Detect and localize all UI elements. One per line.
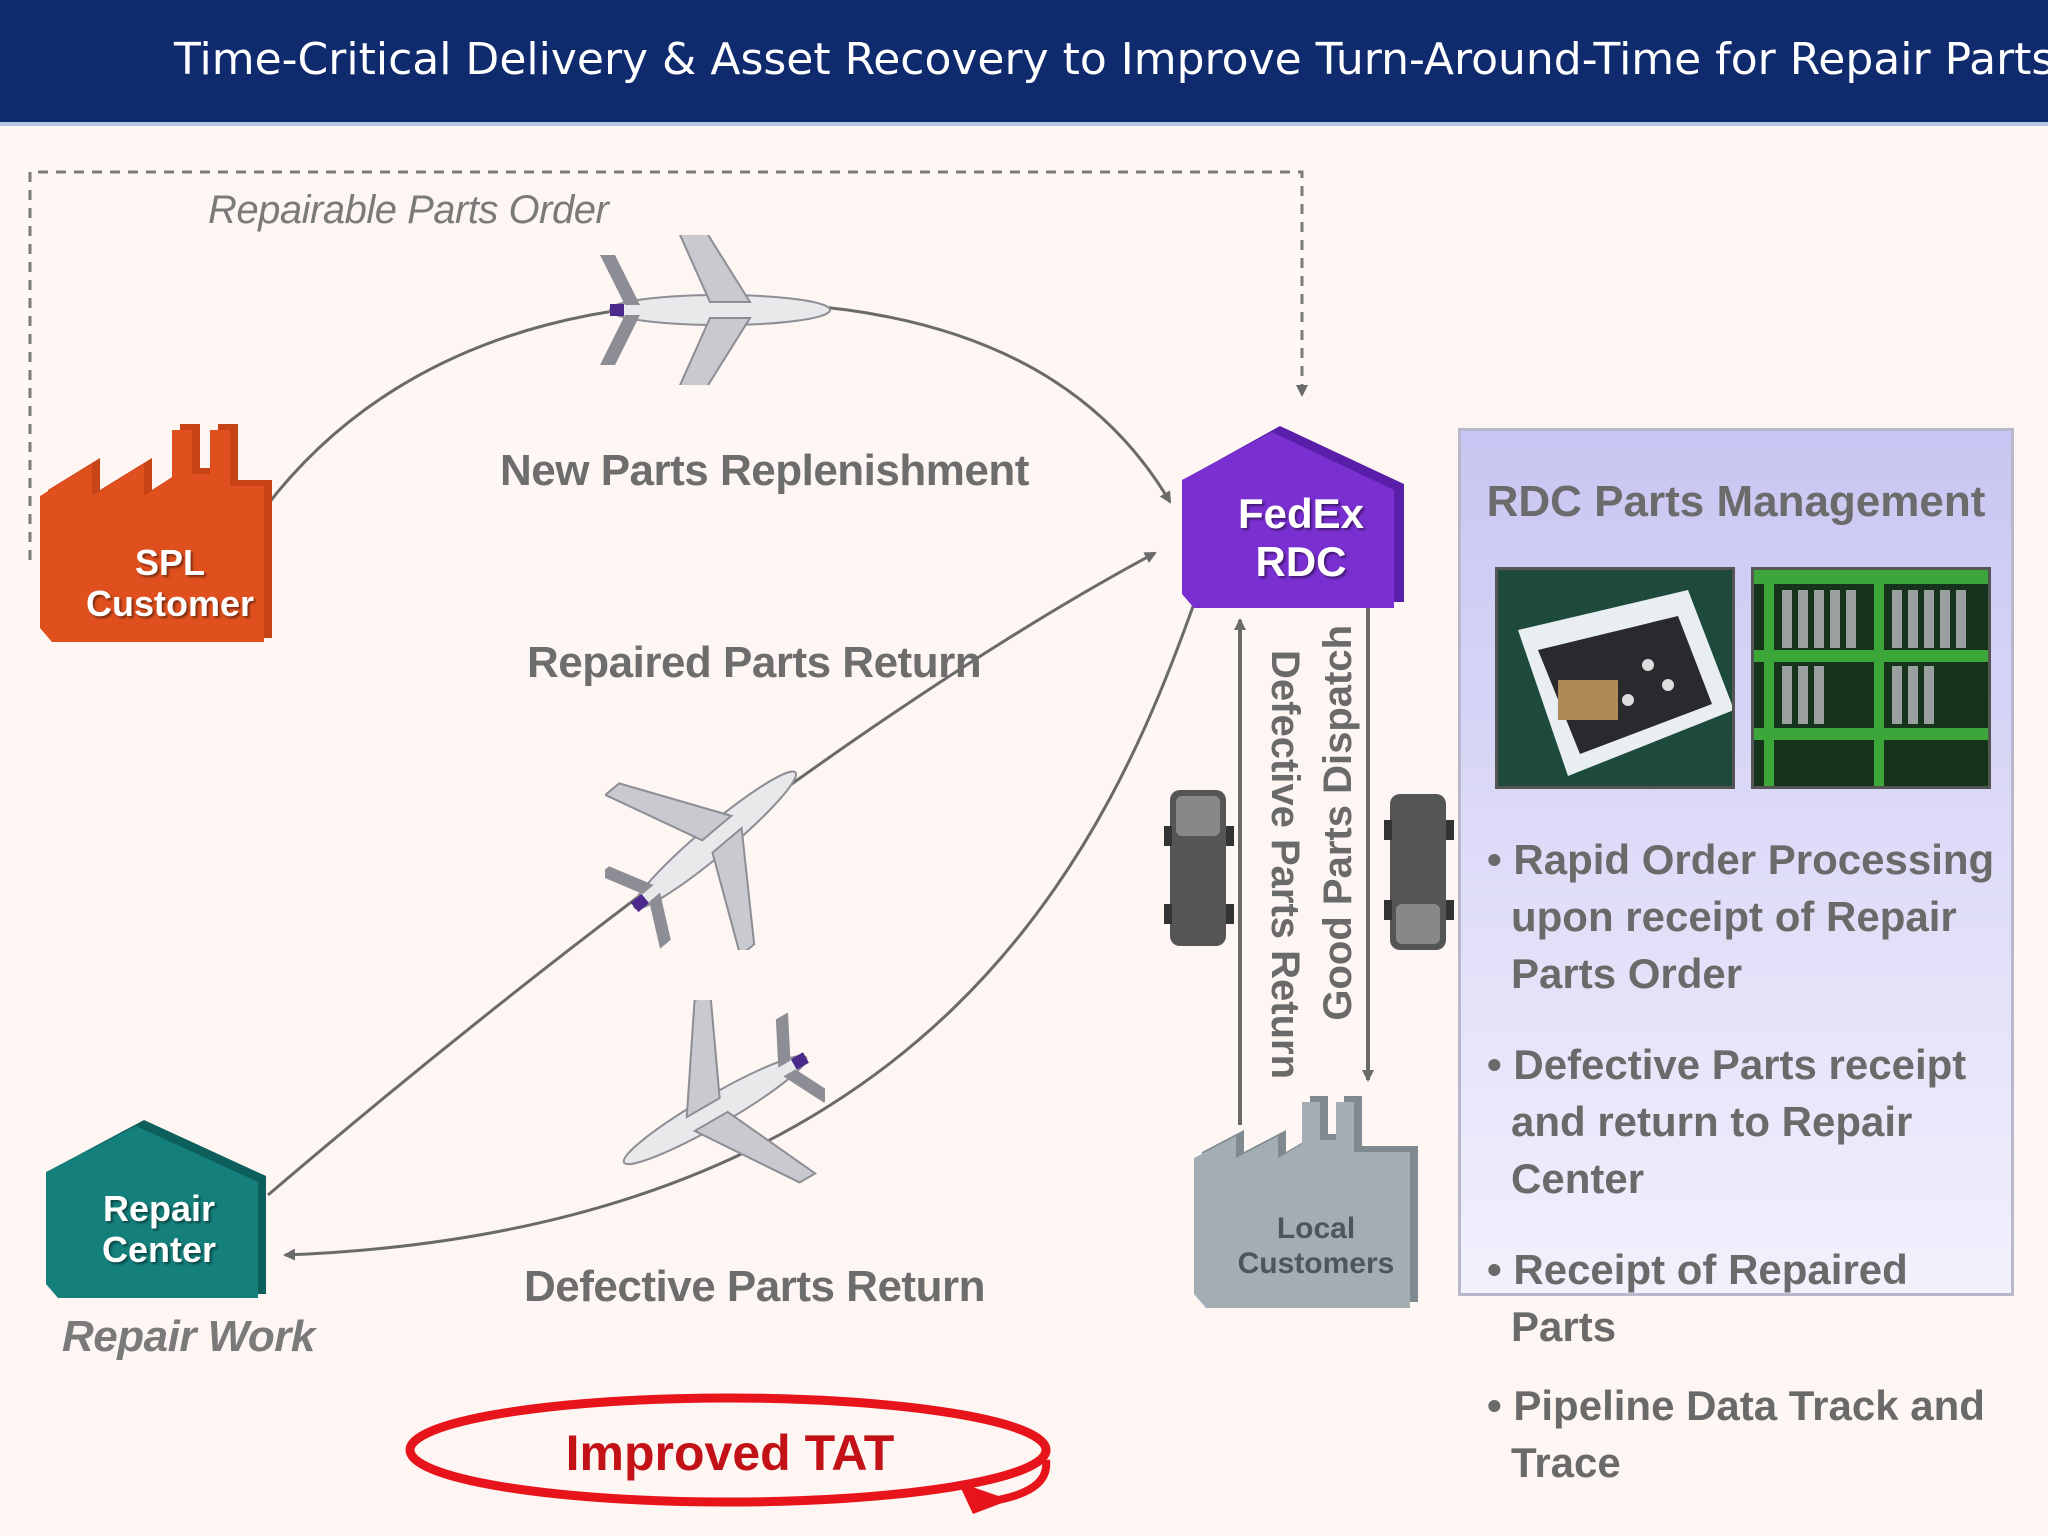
customers-line: Customers	[1237, 1246, 1395, 1280]
repair-line: Repair	[102, 1188, 216, 1229]
repairable-order-path	[28, 170, 1308, 560]
truck-icon	[1384, 794, 1454, 950]
customer-line: Customer	[85, 583, 255, 625]
defective-return-label: Defective Parts Return	[524, 1262, 985, 1311]
fedex-line: FedEx	[1237, 490, 1365, 537]
good-dispatch-label: Good Parts Dispatch	[1316, 625, 1360, 1021]
list-item: Pipeline Data Track and Trace	[1487, 1377, 2007, 1491]
title-bar: Time-Critical Delivery & Asset Recovery …	[0, 0, 2048, 126]
repair-work-label: Repair Work	[62, 1312, 315, 1361]
repaired-return-label: Repaired Parts Return	[527, 638, 982, 687]
fedex-rdc-building-icon	[1182, 426, 1404, 608]
airplane-icon	[605, 770, 798, 950]
truck-icon	[1164, 790, 1234, 946]
new-parts-label: New Parts Replenishment	[500, 446, 1029, 495]
shelving-image	[1754, 570, 1988, 786]
rdc-line: RDC	[1255, 538, 1347, 586]
rdc-panel-title: RDC Parts Management	[1486, 477, 1986, 526]
parts-box-image	[1498, 570, 1732, 786]
local-customers-factory-icon	[1194, 1096, 1418, 1308]
fedex-rdc-label: FedEx RDC	[1196, 490, 1406, 587]
spl-customer-factory-icon	[40, 424, 272, 642]
airplane-icon	[600, 235, 831, 385]
airplane-icon	[622, 1000, 825, 1184]
list-item: Rapid Order Processing upon receipt of R…	[1487, 831, 2007, 1002]
spl-line: SPL	[134, 542, 205, 583]
center-line: Center	[101, 1229, 217, 1271]
defective-return-path	[283, 597, 1198, 1261]
page-title: Time-Critical Delivery & Asset Recovery …	[174, 34, 2048, 85]
local-line: Local	[1276, 1212, 1356, 1245]
list-item: Defective Parts receipt and return to Re…	[1487, 1036, 2007, 1207]
list-item: Receipt of Repaired Parts	[1487, 1241, 2007, 1355]
local-customers-label: Local Customers	[1196, 1212, 1436, 1281]
defective-vertical-label: Defective Parts Return	[1263, 650, 1307, 1080]
repair-center-label: Repair Center	[54, 1188, 264, 1271]
repairable-order-label: Repairable Parts Order	[208, 188, 609, 232]
repair-center-building-icon	[46, 1120, 266, 1298]
parts-box-photo	[1495, 567, 1735, 789]
shelving-photo	[1751, 567, 1991, 789]
improved-tat-ellipse	[405, 1393, 1051, 1514]
rdc-bullet-list: Rapid Order Processing upon receipt of R…	[1487, 831, 2007, 1525]
spl-customer-label: SPL Customer	[60, 542, 280, 625]
rdc-parts-management-panel: RDC Parts Management Rapid Order Process…	[1458, 428, 2014, 1486]
improved-tat-label: Improved TAT	[565, 1425, 895, 1481]
